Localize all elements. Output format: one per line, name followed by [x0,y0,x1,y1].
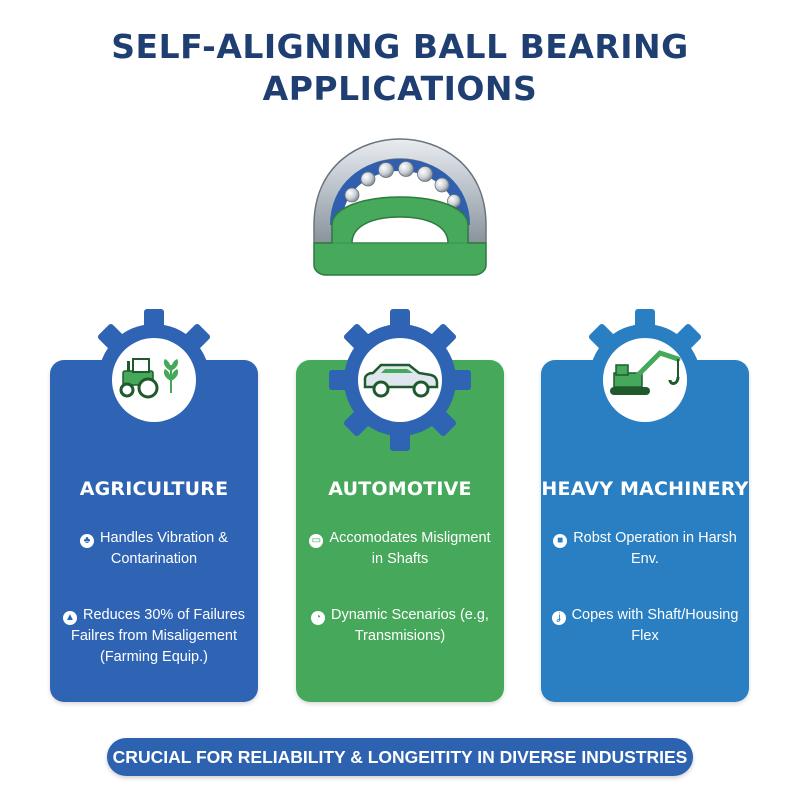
agriculture-bullet-2-text: Reduces 30% of Failures Failres from Mis… [71,607,245,665]
hook-icon: ʝ [551,611,566,625]
automotive-bullet-2: ◔ Dynamic Scenarios (e.g, Transmisions) [302,605,498,647]
agriculture-bullet-1: ♣ Handles Vibration & Contarination [56,528,252,570]
car-icon [363,363,439,398]
ball-bearing-illustration [313,138,487,276]
page-title-line-1: SELF-ALIGNING BALL BEARING [111,27,689,66]
automotive-bullet-1: ▭ Accomodates Misligment in Shafts [302,528,498,570]
warning-icon: ▲ [63,611,77,625]
page-title: SELF-ALIGNING BALL BEARING APPLICATIONS [0,26,800,110]
page-title-line-2: APPLICATIONS [262,69,538,108]
automotive-bullet-1-text: Accomodates Misligment in Shafts [329,530,491,567]
agriculture-bullet-1-text: Handles Vibration & Contarination [100,530,228,567]
heavy-machinery-bullet-1-text: Robst Operation in Harsh Env. [573,530,737,567]
heavy-machinery-gear [574,309,716,451]
gauge-icon: ◔ [311,611,326,625]
agriculture-card-title: AGRICULTURE [79,478,229,500]
heavy-machinery-bullet-1: ■ Robst Operation in Harsh Env. [547,528,743,570]
automotive-gear [329,309,471,451]
agriculture-bullet-2: ▲Reduces 30% of Failures Failres from Mi… [56,605,252,668]
agriculture-gear [83,309,225,451]
automotive-bullet-2-text: Dynamic Scenarios (e.g, Transmisions) [331,607,489,644]
machine-icon: ■ [553,534,568,548]
heavy-machinery-card-title: HEAVY MACHINERY [541,478,749,500]
shaft-icon: ▭ [309,534,324,548]
plant-icon: ♣ [80,534,95,548]
heavy-machinery-bullet-2-text: Copes with Shaft/Housing Flex [571,607,739,644]
bottom-banner: CRUCIAL FOR RELIABILITY & LONGEITITY IN … [107,738,693,776]
tractor-icon [119,358,179,399]
heavy-machinery-bullet-2: ʝ Copes with Shaft/Housing Flex [547,605,743,647]
automotive-card-title: AUTOMOTIVE [328,478,472,500]
excavator-icon [610,350,681,395]
